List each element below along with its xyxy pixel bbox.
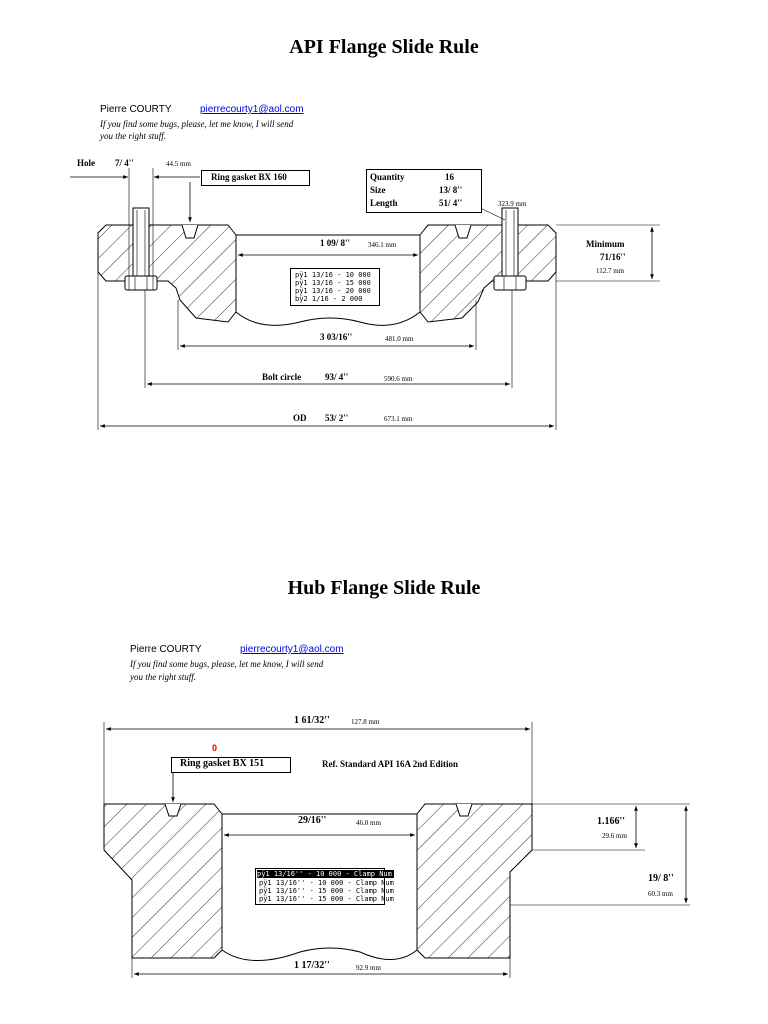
- api-title: API Flange Slide Rule: [289, 36, 479, 58]
- api-author: Pierre COURTY: [100, 104, 172, 115]
- api-rating-list: pÿ1 13/16 - 10 000 pÿ1 13/16 - 15 000 pÿ…: [290, 268, 380, 306]
- hub-ring-gasket: Ring gasket BX 151: [180, 758, 265, 769]
- hub-note-line2: you the right stuff.: [130, 672, 196, 682]
- hub-email-link[interactable]: pierrecourty1@aol.com: [240, 644, 344, 655]
- api-rating-item: pÿ1 13/16 - 15 000: [295, 279, 371, 287]
- api-bolt-circle-value: 93/ 4'': [325, 372, 349, 382]
- api-size-value: 13/ 8'': [439, 185, 463, 195]
- api-raised-value: 3 03/16'': [320, 332, 353, 342]
- api-note-line2: you the right stuff.: [100, 131, 166, 141]
- hub-bottom-value: 1 17/32'': [294, 960, 330, 971]
- api-hole-value: 7/ 4'': [115, 158, 134, 168]
- api-size-label: Size: [370, 185, 386, 195]
- api-minimum-label: Minimum: [586, 239, 625, 249]
- api-minimum-mm: 112.7 mm: [596, 267, 625, 275]
- api-rating-item: pÿ1 13/16 - 10 000: [295, 271, 371, 279]
- api-flange-right-section: [419, 224, 557, 323]
- hub-bore-value: 29/16'': [298, 815, 327, 826]
- api-od-mm: 673.1 mm: [384, 415, 413, 423]
- api-bolt-circle-mm: 590.6 mm: [384, 375, 413, 383]
- api-hole-mm: 44.5 mm: [166, 160, 191, 168]
- api-raised-mm: 481.0 mm: [385, 335, 414, 343]
- hub-rating-item[interactable]: pÿ1 13/16'' - 10 000 - Clamp Num: [259, 879, 394, 887]
- api-bolt-circle-label: Bolt circle: [262, 372, 302, 382]
- hub-bottom-mm: 92.9 mm: [356, 964, 381, 972]
- hub-height-value: 19/ 8'': [648, 873, 674, 884]
- api-minimum-value: 71/16'': [600, 252, 626, 262]
- api-rating-item: pÿ1 13/16 - 20 000: [295, 287, 371, 295]
- hub-thickness-value: 1.166'': [597, 816, 626, 827]
- hub-ring-gasket-box: Ring gasket BX 151: [171, 757, 291, 773]
- hub-ref-standard: Ref. Standard API 16A 2nd Edition: [322, 759, 459, 769]
- api-bolt-spec-box: Quantity 16 Size 13/ 8'' Length 51/ 4'': [366, 169, 482, 213]
- hub-note-line1: If you find some bugs, please, let me kn…: [130, 659, 324, 669]
- api-bore-mm: 346.1 mm: [368, 241, 397, 249]
- hub-marker: 0: [212, 743, 218, 753]
- api-length-label: Length: [370, 198, 398, 208]
- api-length-mm: 323.9 mm: [498, 200, 527, 208]
- hub-author: Pierre COURTY: [130, 644, 202, 655]
- api-bore-value: 1 09/ 8'': [320, 238, 351, 248]
- hub-top-value: 1 61/32'': [294, 715, 330, 726]
- api-ring-gasket: Ring gasket BX 160: [211, 172, 287, 182]
- api-flange-left-section: [97, 224, 237, 323]
- hub-flange-right-section: [416, 803, 533, 959]
- api-od-value: 53/ 2'': [325, 413, 349, 423]
- hub-thickness-mm: 29.6 mm: [602, 832, 627, 840]
- hub-rating-item[interactable]: pÿ1 13/16'' - 15 000 - Clamp Num: [259, 895, 394, 903]
- api-od-label: OD: [293, 413, 307, 423]
- hub-title: Hub Flange Slide Rule: [287, 577, 481, 599]
- api-ring-gasket-box: Ring gasket BX 160: [201, 170, 310, 186]
- api-hole-label: Hole: [77, 158, 95, 168]
- hub-top-mm: 127.8 mm: [351, 718, 380, 726]
- hub-bore-mm: 46.0 mm: [356, 819, 381, 827]
- api-email-link[interactable]: pierrecourty1@aol.com: [200, 104, 304, 115]
- hub-height-mm: 60.3 mm: [648, 890, 673, 898]
- api-length-value: 51/ 4'': [439, 198, 463, 208]
- hub-rating-item-selected[interactable]: pÿ1 13/16'' - 10 000 - Clamp Num: [257, 870, 394, 878]
- hub-flange-left-section: [103, 803, 223, 959]
- hub-rating-item[interactable]: pÿ1 13/16'' - 15 000 - Clamp Num: [259, 887, 394, 895]
- api-quantity-label: Quantity: [370, 172, 405, 182]
- api-quantity-value: 16: [445, 172, 454, 182]
- api-rating-item: bÿ2 1/16 - 2 000: [295, 295, 363, 303]
- hub-rating-list: pÿ1 13/16'' - 10 000 - Clamp Num pÿ1 13/…: [255, 868, 394, 905]
- api-note-line1: If you find some bugs, please, let me kn…: [100, 119, 294, 129]
